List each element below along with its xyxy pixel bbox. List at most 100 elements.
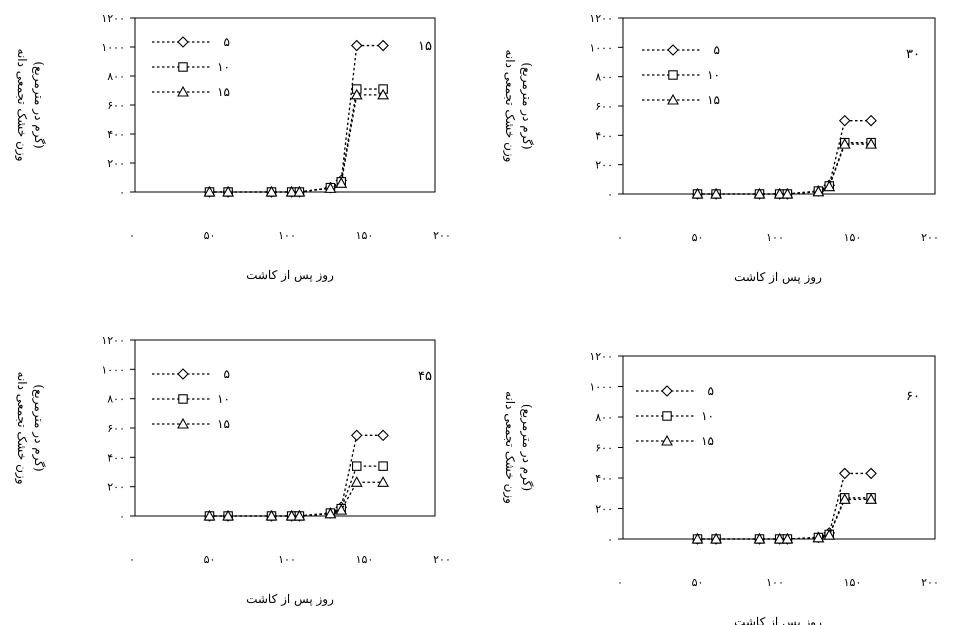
y-tick-label: ۰ [119,510,125,523]
legend-marker [177,417,189,429]
data-point-series-3 [350,88,363,100]
x-tick-label: ۲۰۰ [921,576,939,589]
plot-frame [622,355,936,540]
x-tick-label: ۵۰ [692,576,704,589]
y-tick-label: ۶۰۰ [595,442,613,455]
y-axis-label-unit: (گرم در مترمربع) [520,404,534,491]
panel-label: ۱۵ [418,39,432,54]
y-tick-label: ۱۰۰۰ [101,363,125,376]
y-tick-label: ۴۰۰ [595,129,613,142]
y-tick-label: ۸۰۰ [107,70,125,83]
x-axis-label: روز پس از کاشت [734,615,822,625]
series-line-2 [209,465,384,517]
y-axis-label: وزن خشک تجمعی دانه [15,372,29,485]
legend-label: ۱۰ [217,392,230,406]
panel-label: ۳۰ [906,47,920,62]
y-tick-label: ۴۰۰ [595,472,613,485]
x-tick-label: ۲۰۰ [433,553,451,566]
legend-marker [667,44,679,56]
legend-label: ۵ [708,384,714,398]
data-point-series-3 [691,187,704,199]
data-point-series-1 [350,429,363,442]
data-point-series-3 [324,507,337,519]
data-point-series-3 [812,185,825,197]
legend-marker [667,93,679,105]
y-tick-label: ۶۰۰ [595,100,613,113]
series-line-1 [697,120,872,195]
legend-marker [178,62,188,72]
data-point-series-3 [203,509,216,521]
series-line-3 [209,94,384,193]
legend-label: ۱۵ [217,417,230,431]
series-line-3 [697,143,872,195]
y-tick-label: ۶۰۰ [107,99,125,112]
x-tick-label: ۰ [129,229,135,242]
y-tick-label: ۴۰۰ [107,451,125,464]
data-point-series-3 [324,182,337,193]
data-point-series-3 [781,532,794,544]
series-line-3 [697,498,872,540]
data-point-series-3 [293,509,306,521]
x-axis-label: روز پس از کاشت [734,270,822,284]
data-point-series-3 [265,185,278,197]
data-point-series-3 [753,187,766,199]
data-point-series-1 [350,39,363,52]
series-line-1 [697,472,872,540]
x-tick-label: ۱۰۰ [278,229,296,242]
y-axis-label: وزن خشک تجمعی دانه [15,49,29,162]
x-tick-label: ۰ [129,553,135,566]
data-point-series-3 [222,509,235,521]
x-tick-label: ۱۵۰ [356,229,374,242]
data-point-series-1 [377,39,389,52]
series-line-1 [209,44,384,193]
x-tick-label: ۲۰۰ [433,229,451,242]
data-point-series-1 [377,429,389,442]
data-point-series-3 [203,185,216,197]
y-tick-label: ۶۰۰ [107,422,125,435]
x-tick-label: ۱۰۰ [278,553,296,566]
data-point-series-3 [350,476,363,487]
legend-label: ۱۵ [217,85,230,99]
y-tick-label: ۸۰۰ [595,71,613,84]
legend-marker [177,36,189,48]
panel-label: ۴۵ [418,369,432,384]
y-tick-label: ۲۰۰ [595,159,613,172]
legend-label: ۱۵ [707,93,720,107]
y-axis-label: وزن خشک تجمعی دانه [503,391,517,504]
data-point-series-2 [378,461,388,471]
data-point-series-3 [335,177,348,188]
legend-label: ۱۰ [707,68,720,82]
legend-marker [177,85,189,97]
data-point-series-3 [222,185,235,197]
y-axis-label-unit: (گرم در مترمربع) [520,62,534,149]
legend-label: ۱۵ [701,434,714,448]
series-line-2 [209,88,384,193]
series-line-3 [209,481,384,517]
data-point-series-3 [377,476,390,487]
data-point-series-3 [710,532,723,544]
x-tick-label: ۱۰۰ [766,231,784,244]
data-point-series-1 [838,114,851,127]
data-point-series-3 [691,532,704,544]
y-tick-label: ۲۰۰ [107,481,125,494]
panel-label: ۶۰ [906,389,920,404]
legend-label: ۵ [224,367,230,381]
data-point-series-3 [823,529,836,540]
legend-label: ۱۰ [217,60,230,74]
x-tick-label: ۰ [617,576,623,589]
x-tick-label: ۰ [617,231,623,244]
data-point-series-3 [781,187,794,199]
data-point-series-3 [773,532,786,544]
series-line-1 [209,434,384,517]
data-point-series-1 [838,467,851,480]
y-axis-label-unit: (گرم در مترمربع) [32,384,46,471]
legend-marker [662,411,672,421]
x-tick-label: ۵۰ [204,553,216,566]
y-tick-label: ۰ [119,186,125,199]
y-tick-label: ۲۰۰ [107,157,125,170]
